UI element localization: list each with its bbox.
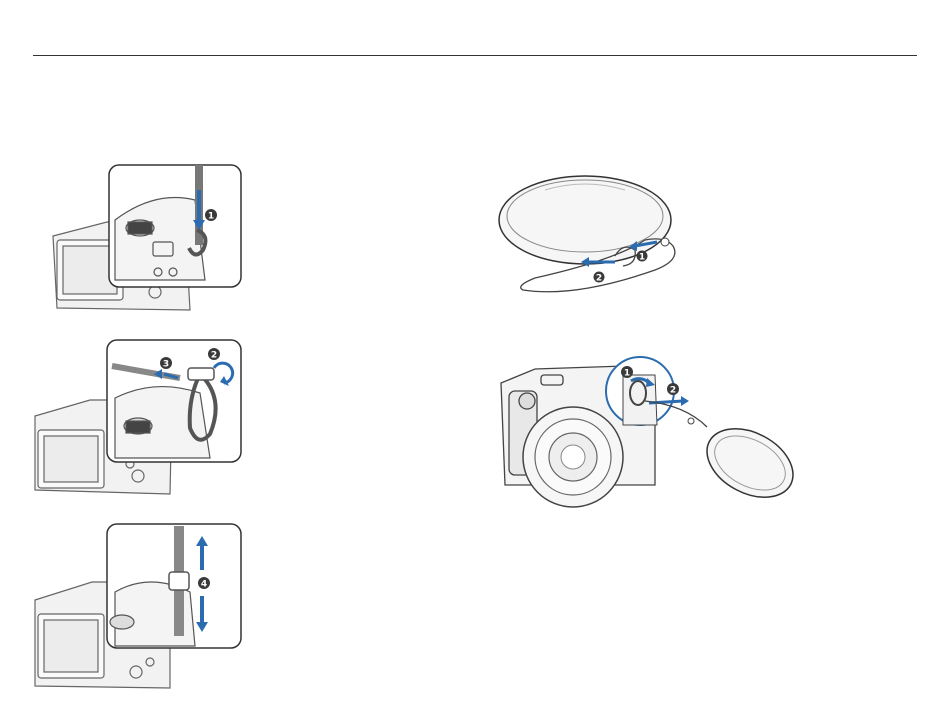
camera-lens-cap-attach-illustration: 1 2 [495,345,800,510]
step-badge-1: 1 [624,369,630,379]
step-badge-3: 3 [163,360,169,370]
strap-step-4-illustration: 4 [30,522,245,692]
lens-cap-cord-illustration: 1 2 [495,170,710,300]
strap-step-1-illustration: 1 [45,160,250,310]
strap-step-2-3-illustration: 3 2 [30,338,245,498]
header-rule [33,55,917,56]
step-badge-2: 2 [596,274,602,284]
step-badge-1: 1 [639,253,645,263]
step-badge-2: 2 [211,351,217,361]
step-badge-2: 2 [670,386,676,396]
step-badge-1: 1 [208,212,214,222]
step-badge-4: 4 [201,580,207,590]
